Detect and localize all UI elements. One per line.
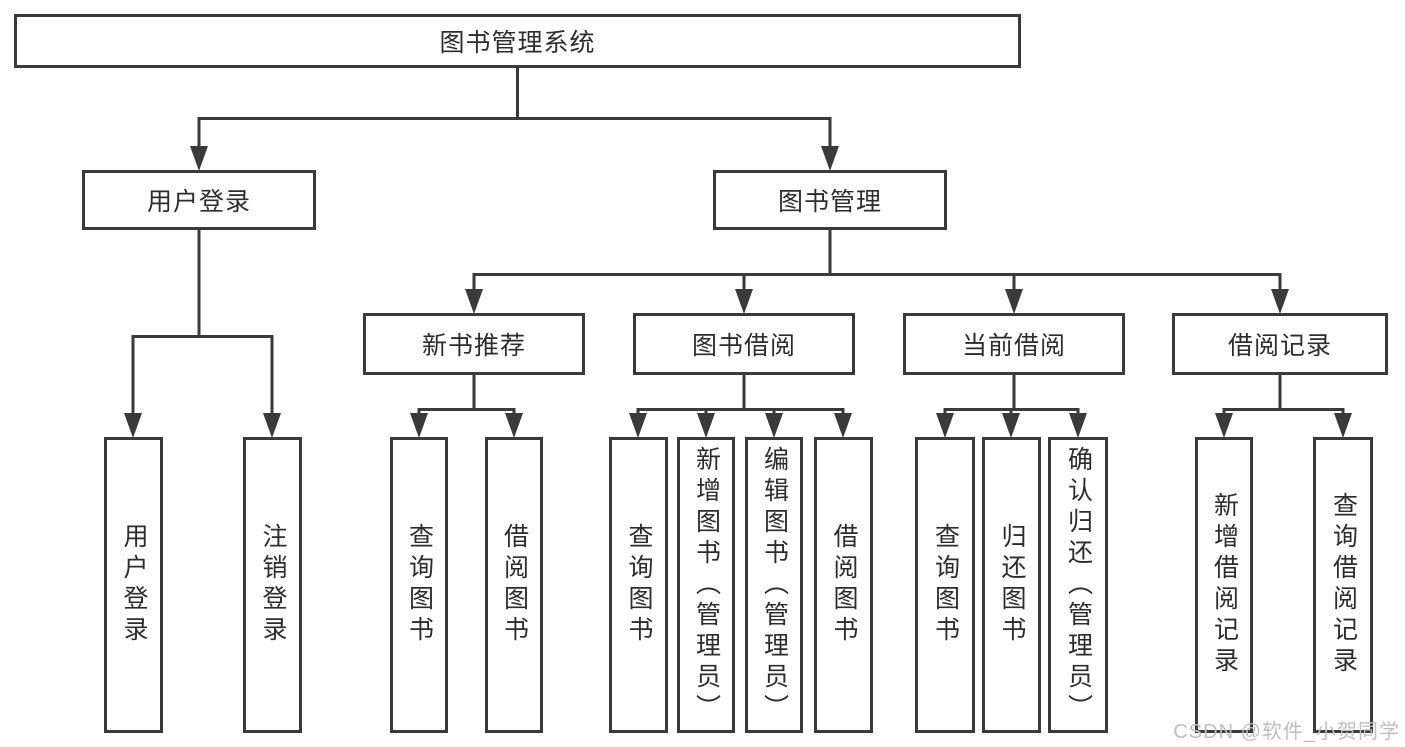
node-user-login: 用户登录 xyxy=(82,170,316,230)
node-label: 查询图书 xyxy=(405,523,434,647)
arrowhead-icon xyxy=(505,413,523,438)
node-label: 借阅图书 xyxy=(500,523,529,647)
leaf-user-login: 用户登录 xyxy=(104,437,163,733)
node-label: 新增图书（管理员） xyxy=(692,445,721,725)
arrowhead-icon xyxy=(1215,413,1233,438)
leaf-query-borrow-record: 查询借阅记录 xyxy=(1313,437,1373,733)
node-label: 用户登录 xyxy=(146,188,251,216)
connector-book-management xyxy=(472,230,1282,290)
leaf-borrow-book: 借阅图书 xyxy=(814,437,873,733)
arrowhead-icon xyxy=(465,289,483,314)
node-book-borrow: 图书借阅 xyxy=(633,313,855,375)
leaf-borrow-query-book: 查询图书 xyxy=(609,437,668,733)
arrowhead-icon xyxy=(821,146,839,171)
leaf-confirm-return-admin: 确认归还（管理员） xyxy=(1048,437,1108,733)
leaf-add-book-admin: 新增图书（管理员） xyxy=(677,437,735,733)
node-new-book-recommend: 新书推荐 xyxy=(363,313,585,375)
node-label: 当前借阅 xyxy=(961,332,1066,360)
arrowhead-icon xyxy=(1069,413,1087,438)
arrowhead-icon xyxy=(124,413,142,438)
connector-book-borrow xyxy=(636,375,845,418)
node-label: 查询图书 xyxy=(625,523,653,647)
node-label: 新书推荐 xyxy=(421,332,526,360)
connector-borrow-record xyxy=(1222,375,1345,418)
node-borrow-record: 借阅记录 xyxy=(1172,313,1388,375)
arrowhead-icon xyxy=(936,413,954,438)
arrowhead-icon xyxy=(629,413,647,438)
arrowhead-icon xyxy=(697,413,715,438)
node-book-management: 图书管理 xyxy=(713,170,947,230)
leaf-add-borrow-record: 新增借阅记录 xyxy=(1195,437,1253,733)
node-label: 借阅图书 xyxy=(830,523,858,647)
connector-new-book-recommend xyxy=(417,375,516,418)
arrowhead-icon xyxy=(1271,289,1289,314)
node-label: 归还图书 xyxy=(998,523,1026,647)
connector-current-borrow xyxy=(943,375,1080,418)
arrowhead-icon xyxy=(410,413,428,438)
arrowhead-icon xyxy=(1002,413,1020,438)
node-label: 图书借阅 xyxy=(691,332,796,360)
arrowhead-icon xyxy=(735,289,753,314)
arrowhead-icon xyxy=(1334,413,1352,438)
node-label: 图书管理 xyxy=(777,188,882,216)
connector-root xyxy=(197,68,832,152)
arrowhead-icon xyxy=(263,413,281,438)
arrowhead-icon xyxy=(190,146,208,171)
node-label: 图书管理系统 xyxy=(439,29,596,57)
leaf-return-book: 归还图书 xyxy=(982,437,1041,733)
leaf-recommend-query-book: 查询图书 xyxy=(390,437,448,733)
node-label: 新增借阅记录 xyxy=(1210,492,1239,678)
node-label: 用户登录 xyxy=(120,523,148,647)
node-label: 编辑图书（管理员） xyxy=(760,445,789,725)
node-library-management-system: 图书管理系统 xyxy=(14,14,1021,68)
node-current-borrow: 当前借阅 xyxy=(903,313,1125,375)
node-label: 注销登录 xyxy=(259,523,287,647)
arrowhead-icon xyxy=(1005,289,1023,314)
node-label: 借阅记录 xyxy=(1227,332,1332,360)
csdn-watermark: CSDN @软件_小贺同学 xyxy=(1173,721,1400,743)
leaf-edit-book-admin: 编辑图书（管理员） xyxy=(745,437,803,733)
leaf-recommend-borrow-book: 借阅图书 xyxy=(485,437,543,733)
arrowhead-icon xyxy=(765,413,783,438)
arrowhead-icon xyxy=(834,413,852,438)
connector-user-login xyxy=(131,230,274,418)
leaf-logout: 注销登录 xyxy=(243,437,302,733)
node-label: 确认归还（管理员） xyxy=(1064,445,1093,725)
node-label: 查询借阅记录 xyxy=(1329,492,1358,678)
leaf-current-query-book: 查询图书 xyxy=(915,437,975,733)
node-label: 查询图书 xyxy=(931,523,960,647)
